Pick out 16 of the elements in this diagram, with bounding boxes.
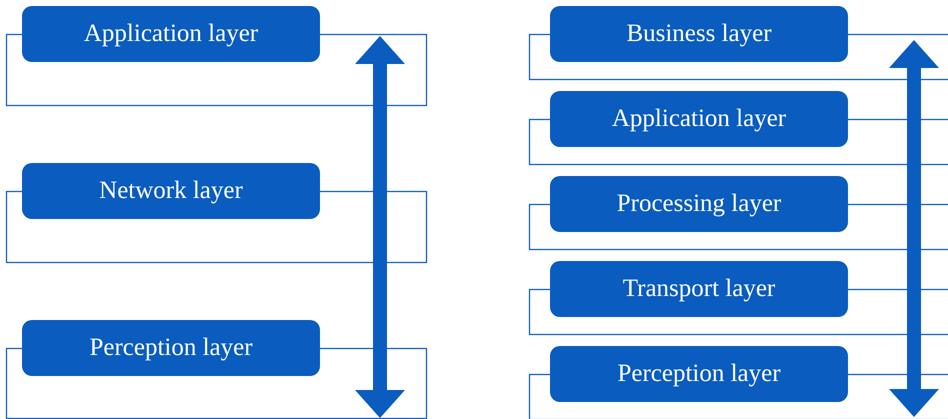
layer-label: Application layer [84, 20, 258, 48]
layer-label: Network layer [99, 177, 243, 205]
layer-box [550, 6, 848, 62]
layer-label: Business layer [626, 20, 772, 48]
layer-label: Processing layer [616, 190, 782, 218]
layer-box [550, 346, 848, 402]
layer-box [22, 320, 320, 376]
layer-box [550, 91, 848, 147]
layer-label: Application layer [612, 105, 786, 133]
layer-box [22, 163, 320, 219]
layer-label: Transport layer [622, 275, 776, 303]
layer-box [22, 6, 320, 62]
layer-label: Perception layer [617, 360, 781, 388]
layer-box [550, 176, 848, 232]
layer-box [550, 261, 848, 317]
layer-label: Perception layer [89, 334, 253, 362]
